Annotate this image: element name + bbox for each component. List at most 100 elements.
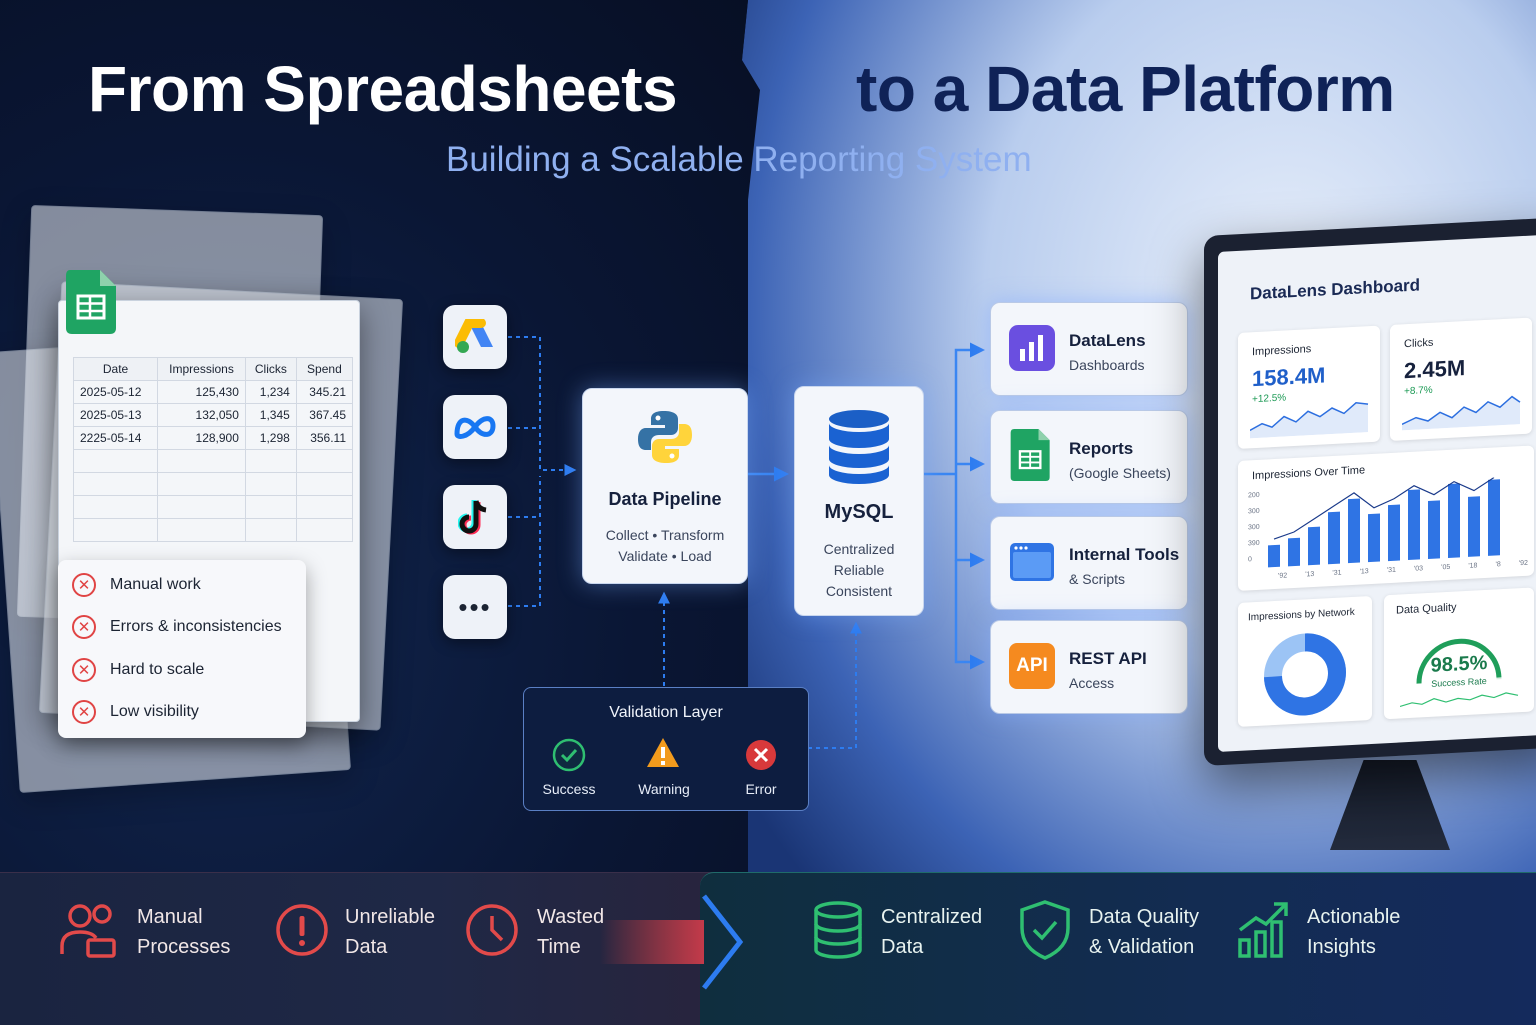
connector-google	[508, 336, 577, 476]
x-tick-label: '31	[1332, 569, 1342, 578]
y-tick-label: 390	[1248, 539, 1260, 548]
table-row	[72, 518, 354, 542]
spreadsheet-table: Date Impressions Clicks Spend 2025-05-12…	[72, 357, 354, 542]
data-pipeline-card: Data Pipeline Collect • Transform Valida…	[582, 388, 748, 584]
bar	[1408, 489, 1420, 561]
column-header: Impressions	[157, 357, 246, 381]
x-tick-label: '05	[1441, 563, 1451, 572]
x-circle-icon: ✕	[72, 700, 96, 724]
x-tick-label: '8	[1495, 561, 1501, 569]
spreadsheet: Date Impressions Clicks Spend 2025-05-12…	[58, 300, 360, 722]
x-circle-icon: ✕	[72, 573, 96, 597]
pain-point-label: Manual work	[110, 576, 201, 593]
pain-point: ✕ Errors & inconsistencies	[72, 612, 282, 642]
y-tick-label: 200	[1248, 491, 1260, 500]
x-tick-label: '13	[1305, 570, 1315, 579]
pain-point: ✕ Low visibility	[72, 697, 199, 727]
output-reports: Reports (Google Sheets)	[990, 410, 1188, 504]
shield-check-icon	[1020, 900, 1070, 960]
bar	[1428, 500, 1440, 559]
benefit-line-2: & Validation	[1089, 936, 1195, 958]
source-more: •••	[443, 575, 507, 639]
output-subtitle: & Scripts	[1069, 571, 1126, 587]
bar	[1328, 511, 1340, 565]
cell: 128,900	[157, 426, 246, 450]
source-meta	[443, 395, 507, 459]
bar	[1388, 504, 1400, 562]
column-header: Date	[72, 357, 159, 381]
impressions-bar-chart	[1268, 477, 1500, 568]
network-donut-card: Impressions by Network	[1238, 595, 1372, 727]
benefit-label: Data Quality & Validation	[1089, 902, 1199, 962]
bar	[1468, 496, 1480, 557]
validation-success-label: Success	[542, 781, 596, 797]
more-icon: •••	[458, 591, 492, 622]
y-tick-labels: 200 300 300 390 0	[1248, 488, 1260, 569]
pain-point-label: Errors & inconsistencies	[110, 618, 282, 635]
table-row: 2025-05-12 125,430 1,234 345.21	[72, 380, 354, 404]
title-left: From Spreadsheets	[88, 53, 678, 125]
column-header: Clicks	[244, 357, 297, 381]
kpi-value: 2.45M	[1404, 355, 1466, 384]
python-icon	[638, 411, 692, 463]
growth-chart-icon	[1238, 902, 1288, 958]
bar-chart-icon	[1009, 325, 1055, 371]
spreadsheet-header-row: Date Impressions Clicks Spend	[72, 357, 354, 381]
user-laptop-icon	[60, 904, 116, 958]
x-tick-label: '18	[1468, 562, 1478, 570]
output-rest-api: API REST API Access	[990, 620, 1188, 714]
title-right: to a Data Platform	[856, 53, 1395, 125]
bar	[1488, 479, 1500, 556]
mysql-title: MySQL	[824, 501, 894, 523]
cell: 345.21	[295, 380, 354, 404]
problem-label: Unreliable Data	[345, 902, 435, 962]
table-row	[72, 472, 354, 496]
benefit-line-1: Actionable	[1307, 906, 1401, 928]
google-ads-icon	[455, 319, 493, 353]
benefit-label: Centralized Data	[881, 902, 982, 962]
problem-line-2: Processes	[137, 936, 231, 958]
benefit-line-1: Centralized	[881, 906, 983, 928]
connector-tiktok	[508, 476, 541, 518]
y-tick-label: 300	[1248, 507, 1260, 516]
benefit-line-2: Data	[881, 936, 924, 958]
output-internal-tools: Internal Tools & Scripts	[990, 516, 1188, 610]
browser-window-icon	[1010, 543, 1054, 581]
pain-point-label: Low visibility	[110, 703, 199, 720]
google-sheets-icon	[66, 270, 116, 334]
validation-layer: Validation Layer Success Warning Error	[523, 687, 809, 811]
warning-triangle-icon	[647, 738, 679, 767]
x-tick-label: '03	[1413, 565, 1424, 573]
output-subtitle: Access	[1069, 675, 1115, 691]
validation-warning-label: Warning	[638, 781, 690, 797]
kpi-value: 158.4M	[1252, 362, 1326, 392]
network-donut-chart	[1264, 633, 1346, 716]
problem-label: Wasted Time	[537, 902, 604, 962]
cell: 132,050	[157, 403, 246, 427]
benefits-bar	[700, 872, 1536, 1025]
x-tick-label: '13	[1359, 568, 1369, 576]
bar	[1308, 526, 1320, 566]
bar	[1288, 537, 1300, 567]
quality-gauge-fill	[1416, 638, 1502, 684]
problem-line-1: Wasted	[537, 906, 605, 928]
kpi-card-impressions: Impressions 158.4M +12.5%	[1238, 325, 1380, 449]
connector-validation-db	[808, 621, 862, 749]
source-google-ads	[443, 305, 507, 369]
kpi-sparkline	[1402, 395, 1521, 431]
pipeline-line-2: Validate • Load	[618, 548, 712, 564]
dashboard-title: DataLens Dashboard	[1250, 275, 1421, 304]
quality-gauge	[1416, 638, 1502, 684]
success-check-icon	[552, 738, 586, 772]
x-tick-label: '92	[1518, 559, 1528, 568]
data-quality-card: Data Quality 98.5% Success Rate	[1384, 587, 1534, 720]
problem-line-2: Data	[345, 936, 388, 958]
x-tick-label: '31	[1386, 566, 1396, 575]
kpi-label: Impressions	[1252, 343, 1312, 359]
kpi-label: Clicks	[1404, 336, 1434, 351]
y-tick-label: 0	[1248, 556, 1252, 564]
pain-points-card: ✕ Manual work ✕ Errors & inconsistencies…	[58, 560, 306, 738]
connector-to-datalens	[954, 342, 985, 474]
output-title: Reports	[1069, 439, 1134, 458]
